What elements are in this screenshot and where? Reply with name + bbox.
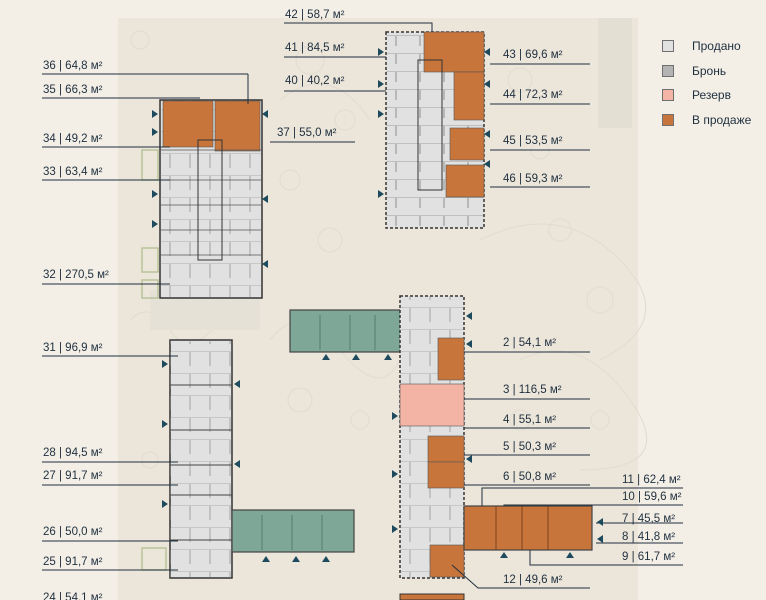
unit-label-24[interactable]: 24 | 54,1 м² bbox=[43, 591, 102, 600]
building-block-c[interactable] bbox=[169, 339, 355, 579]
unit-label-2[interactable]: 2 | 54,1 м² bbox=[503, 336, 556, 350]
entrance-markers bbox=[152, 48, 603, 562]
unit-label-text: 9 | 61,7 м² bbox=[622, 551, 676, 563]
legend-label-on-sale: В продаже bbox=[692, 112, 752, 127]
unit-label-46[interactable]: 46 | 59,3 м² bbox=[503, 172, 562, 186]
commercial-unit-d bbox=[289, 309, 403, 353]
unit-label-35[interactable]: 35 | 66,3 м² bbox=[43, 83, 102, 97]
unit-label-10[interactable]: 10 | 59,6 м² bbox=[622, 490, 681, 504]
unit-label-text: 28 | 94,5 м² bbox=[43, 447, 103, 459]
unit-2[interactable] bbox=[437, 337, 465, 381]
unit-label-41[interactable]: 41 | 84,5 м² bbox=[285, 41, 344, 55]
unit-label-4[interactable]: 4 | 55,1 м² bbox=[503, 413, 556, 427]
unit-label-34[interactable]: 34 | 49,2 м² bbox=[43, 132, 102, 146]
legend-swatch-reserve bbox=[662, 89, 674, 102]
unit-label-36[interactable]: 36 | 64,8 м² bbox=[43, 59, 102, 73]
unit-label-text: 25 | 91,7 м² bbox=[43, 556, 103, 568]
unit-label-text: 35 | 66,3 м² bbox=[43, 84, 103, 96]
unit-label-text: 5 | 50,3 м² bbox=[503, 441, 557, 453]
unit-label-7[interactable]: 7 | 45,5 м² bbox=[622, 512, 675, 526]
unit-label-27[interactable]: 27 | 91,7 м² bbox=[43, 469, 102, 483]
unit-label-text: 34 | 49,2 м² bbox=[43, 133, 103, 145]
unit-3[interactable] bbox=[399, 383, 465, 427]
unit-label-text: 11 | 62,4 м² bbox=[622, 474, 681, 486]
stairs-markers bbox=[141, 149, 167, 571]
unit-label-31[interactable]: 31 | 96,9 м² bbox=[43, 341, 102, 355]
unit-label-text: 12 | 49,6 м² bbox=[503, 574, 563, 586]
unit-label-text: 45 | 53,5 м² bbox=[503, 135, 563, 147]
commercial-unit-c bbox=[231, 509, 355, 553]
unit-label-text: 24 | 54,1 м² bbox=[43, 592, 103, 600]
unit-label-text: 37 | 55,0 м² bbox=[277, 127, 337, 139]
legend-item-booked[interactable]: Бронь bbox=[662, 59, 751, 84]
unit-5[interactable] bbox=[427, 435, 465, 463]
unit-label-text: 27 | 91,7 м² bbox=[43, 470, 103, 482]
unit-label-44[interactable]: 44 | 72,3 м² bbox=[503, 88, 562, 102]
unit-6[interactable] bbox=[427, 461, 465, 489]
building-block-b[interactable] bbox=[385, 31, 485, 229]
unit-label-42[interactable]: 42 | 58,7 м² bbox=[285, 8, 344, 22]
unit-label-text: 46 | 59,3 м² bbox=[503, 173, 563, 185]
legend-swatch-sold bbox=[662, 40, 674, 53]
unit-label-8[interactable]: 8 | 41,8 м² bbox=[622, 530, 675, 544]
unit-label-text: 6 | 50,8 м² bbox=[503, 471, 557, 483]
legend-label-booked: Бронь bbox=[692, 63, 727, 78]
legend-item-sold[interactable]: Продано bbox=[662, 34, 751, 59]
unit-label-43[interactable]: 43 | 69,6 м² bbox=[503, 48, 562, 62]
unit-label-25[interactable]: 25 | 91,7 м² bbox=[43, 555, 102, 569]
unit-label-text: 10 | 59,6 м² bbox=[622, 491, 682, 503]
unit-label-text: 3 | 116,5 м² bbox=[503, 384, 562, 396]
unit-label-9[interactable]: 9 | 61,7 м² bbox=[622, 550, 675, 564]
unit-label-37[interactable]: 37 | 55,0 м² bbox=[277, 126, 336, 140]
unit-label-3[interactable]: 3 | 116,5 м² bbox=[503, 383, 562, 397]
unit-label-6[interactable]: 6 | 50,8 м² bbox=[503, 470, 556, 484]
unit-label-text: 43 | 69,6 м² bbox=[503, 49, 563, 61]
legend-swatch-on-sale bbox=[662, 113, 674, 126]
unit-label-12[interactable]: 12 | 49,6 м² bbox=[503, 573, 562, 587]
unit-label-text: 41 | 84,5 м² bbox=[285, 42, 345, 54]
unit-label-text: 40 | 40,2 м² bbox=[285, 75, 345, 87]
legend-item-on-sale[interactable]: В продаже bbox=[662, 108, 751, 133]
building-block-d[interactable] bbox=[289, 295, 593, 600]
unit-45[interactable] bbox=[449, 127, 485, 161]
unit-label-5[interactable]: 5 | 50,3 м² bbox=[503, 440, 556, 454]
legend-label-reserve: Резерв bbox=[692, 88, 731, 103]
unit-46[interactable] bbox=[445, 164, 485, 198]
units-7-11-wing[interactable] bbox=[463, 505, 593, 551]
unit-label-text: 36 | 64,8 м² bbox=[43, 60, 103, 72]
unit-label-text: 32 | 270,5 м² bbox=[43, 269, 109, 281]
unit-label-text: 44 | 72,3 м² bbox=[503, 89, 563, 101]
unit-label-40[interactable]: 40 | 40,2 м² bbox=[285, 74, 344, 88]
unit-label-11[interactable]: 11 | 62,4 м² bbox=[622, 473, 681, 487]
unit-44[interactable] bbox=[453, 71, 485, 121]
unit-label-28[interactable]: 28 | 94,5 м² bbox=[43, 446, 102, 460]
leader-lines bbox=[42, 22, 683, 589]
unit-label-text: 4 | 55,1 м² bbox=[503, 414, 557, 426]
unit-42[interactable] bbox=[423, 31, 485, 73]
status-legend: Продано Бронь Резерв В продаже bbox=[662, 34, 751, 132]
unit-label-text: 8 | 41,8 м² bbox=[622, 531, 676, 543]
unit-label-text: 7 | 45,5 м² bbox=[622, 513, 676, 525]
unit-label-text: 42 | 58,7 м² bbox=[285, 9, 345, 21]
unit-label-text: 26 | 50,0 м² bbox=[43, 526, 103, 538]
unit-label-26[interactable]: 26 | 50,0 м² bbox=[43, 525, 102, 539]
legend-label-sold: Продано bbox=[692, 39, 741, 54]
unit-12[interactable] bbox=[429, 544, 465, 578]
building-block-a[interactable] bbox=[159, 99, 263, 299]
legend-swatch-booked bbox=[662, 64, 674, 77]
unit-label-text: 31 | 96,9 м² bbox=[43, 342, 103, 354]
unit-label-text: 2 | 54,1 м² bbox=[503, 337, 557, 349]
unit-35[interactable] bbox=[162, 100, 214, 148]
unit-label-33[interactable]: 33 | 63,4 м² bbox=[43, 165, 102, 179]
unit-label-45[interactable]: 45 | 53,5 м² bbox=[503, 134, 562, 148]
unit-label-32[interactable]: 32 | 270,5 м² bbox=[43, 268, 109, 282]
legend-item-reserve[interactable]: Резерв bbox=[662, 83, 751, 108]
unit-label-text: 33 | 63,4 м² bbox=[43, 166, 103, 178]
